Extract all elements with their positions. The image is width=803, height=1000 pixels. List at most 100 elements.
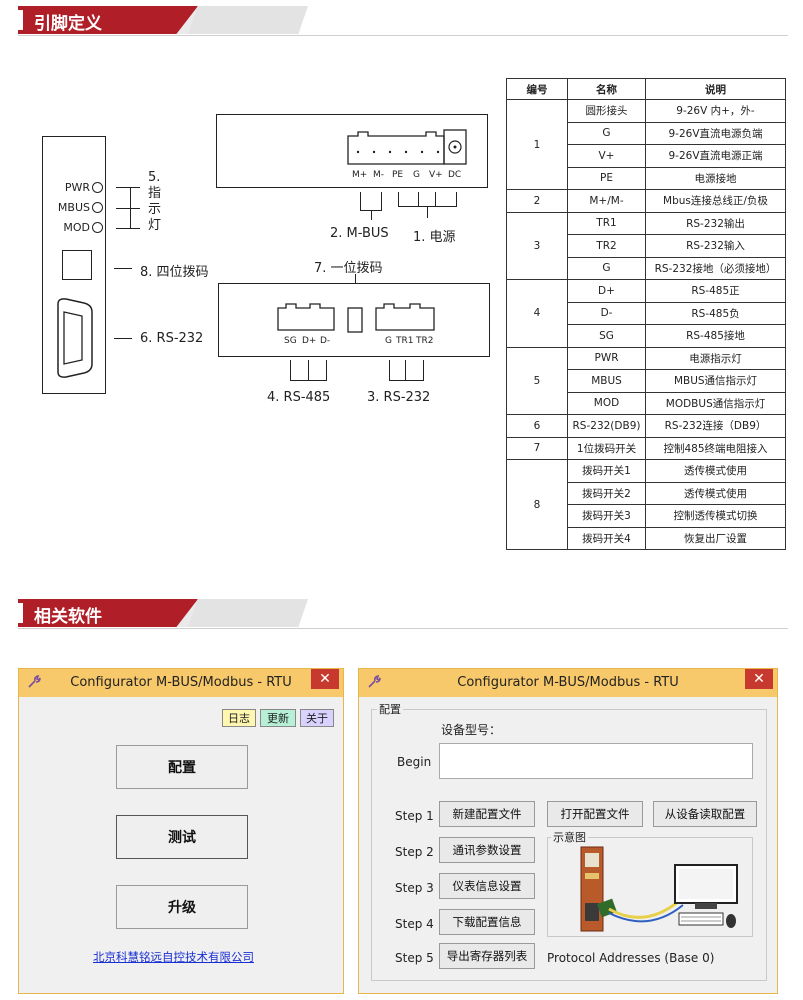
begin-label: Begin <box>397 755 432 769</box>
cell-name: D+ <box>567 279 646 303</box>
cell-name: 拨码开关2 <box>567 481 646 505</box>
terminal-g: G <box>413 170 420 180</box>
led-label-mbus: MBUS <box>57 201 90 214</box>
terminal-d-minus: D- <box>320 336 331 346</box>
led-mod-icon <box>92 222 103 233</box>
cell-desc: MBUS通信指示灯 <box>645 369 786 393</box>
cell-name: M+/M- <box>567 189 646 213</box>
cell-name: 圆形接头 <box>567 99 646 123</box>
cell-desc: 控制透传模式切换 <box>645 504 786 528</box>
device-bottom-view <box>218 283 490 357</box>
dip4-label: 8. 四位拨码 <box>140 265 209 280</box>
header-no: 编号 <box>506 78 568 100</box>
window-titlebar[interactable]: Configurator M-BUS/Modbus - RTU ✕ <box>19 669 343 697</box>
section-header-pin-definition: 引脚定义 <box>18 6 788 36</box>
cell-desc: 9-26V 内+，外- <box>645 99 786 123</box>
power-terminal-block-icon <box>347 129 467 165</box>
table-row: D-RS-485负 <box>507 301 786 325</box>
window-titlebar[interactable]: Configurator M-BUS/Modbus - RTU ✕ <box>359 669 777 697</box>
cell-desc: 电源接地 <box>645 166 786 190</box>
about-tag[interactable]: 关于 <box>300 709 334 727</box>
cell-desc: RS-485负 <box>645 301 786 325</box>
terminal-sg: SG <box>284 336 297 346</box>
download-config-button[interactable]: 下载配置信息 <box>439 909 535 935</box>
table-row: V+9-26V直流电源正端 <box>507 144 786 168</box>
test-button[interactable]: 测试 <box>116 815 248 859</box>
cell-desc: Mbus连接总线正/负极 <box>645 189 786 213</box>
company-link[interactable]: 北京科慧铭远自控技术有限公司 <box>93 950 254 964</box>
cell-name: SG <box>567 324 646 348</box>
step2-label: Step 2 <box>395 845 434 859</box>
cell-desc: RS-232输出 <box>645 211 786 235</box>
comm-params-button[interactable]: 通讯参数设置 <box>439 837 535 863</box>
window-client: 日志 更新 关于 配置 测试 升级 北京科慧铭远自控技术有限公司 <box>25 697 337 987</box>
window-client: 配置 设备型号： Begin Step 1 新建配置文件 打开配置文件 从设备读… <box>365 697 771 987</box>
led-mbus-icon <box>92 202 103 213</box>
header-band <box>18 599 298 627</box>
cell-desc: 透传模式使用 <box>645 459 786 483</box>
cell-name: 1位拨码开关 <box>567 436 646 460</box>
mbus-label: 2. M-BUS <box>330 226 389 241</box>
terminal-m-plus: M+ <box>352 170 368 180</box>
window-title: Configurator M-BUS/Modbus - RTU <box>457 675 679 690</box>
open-config-button[interactable]: 打开配置文件 <box>547 801 643 827</box>
table-header-row: 编号 名称 说明 <box>506 78 786 100</box>
power-label: 1. 电源 <box>413 230 456 245</box>
header-desc: 说明 <box>645 78 786 100</box>
config-button[interactable]: 配置 <box>116 745 248 789</box>
cell-name: D- <box>567 301 646 325</box>
close-button[interactable]: ✕ <box>311 669 339 689</box>
schematic-group-label: 示意图 <box>551 829 588 845</box>
wrench-icon <box>28 675 41 688</box>
cell-desc: RS-232接地（必须接地） <box>645 256 786 280</box>
terminal-v-plus: V+ <box>429 170 443 180</box>
cell-name: TR2 <box>567 234 646 258</box>
terminal-tr1: TR1 <box>396 336 414 346</box>
cell-no: 1 <box>506 99 568 190</box>
header-name: 名称 <box>567 78 646 100</box>
cell-no: 3 <box>506 211 568 280</box>
cell-desc: RS-232连接（DB9） <box>645 414 786 438</box>
cell-desc: 电源指示灯 <box>645 346 786 370</box>
terminal-g2: G <box>385 336 392 346</box>
cell-name: RS-232(DB9) <box>567 414 646 438</box>
cell-name: G <box>567 121 646 145</box>
step3-label: Step 3 <box>395 881 434 895</box>
cell-name: PE <box>567 166 646 190</box>
terminal-dc: DC <box>448 170 462 180</box>
rs232-label: 3. RS-232 <box>367 390 431 405</box>
device-connection-illustration-icon <box>580 846 738 932</box>
new-config-button[interactable]: 新建配置文件 <box>439 801 535 827</box>
cell-desc: 9-26V直流电源负端 <box>645 121 786 145</box>
cell-desc: RS-485正 <box>645 279 786 303</box>
log-tag[interactable]: 日志 <box>222 709 256 727</box>
cell-no: 5 <box>506 346 568 415</box>
cell-name: MOD <box>567 391 646 415</box>
cell-desc: 透传模式使用 <box>645 481 786 505</box>
rs485-label: 4. RS-485 <box>267 390 331 405</box>
update-tag[interactable]: 更新 <box>260 709 296 727</box>
rs232-db9-label: 6. RS-232 <box>140 331 204 346</box>
cell-name: G <box>567 256 646 280</box>
close-button[interactable]: ✕ <box>745 669 773 689</box>
begin-input[interactable] <box>439 743 753 779</box>
read-device-config-button[interactable]: 从设备读取配置 <box>653 801 757 827</box>
device-top-view <box>216 114 488 188</box>
cell-name: 拨码开关3 <box>567 504 646 528</box>
bottom-terminal-blocks-icon <box>277 303 435 333</box>
upgrade-button[interactable]: 升级 <box>116 885 248 929</box>
meter-info-button[interactable]: 仪表信息设置 <box>439 873 535 899</box>
export-registers-button[interactable]: 导出寄存器列表 <box>439 943 535 969</box>
